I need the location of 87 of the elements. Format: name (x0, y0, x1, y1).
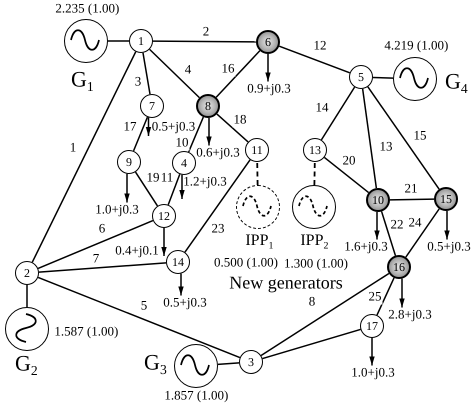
generator-label: G$_{4}$ (445, 68, 468, 94)
bus-node: 6 (256, 30, 280, 54)
line (218, 362, 240, 366)
bus-node: 14 (166, 250, 190, 274)
line (134, 172, 158, 206)
bus-node: 8 (196, 94, 220, 118)
line (184, 159, 251, 253)
bus-node: 1 (129, 29, 153, 53)
output-value: 1.857 (1.00) (164, 388, 228, 404)
line (367, 86, 440, 190)
line (376, 278, 395, 316)
generator-label: G$_{2}$ (15, 350, 38, 376)
bus-node: 15 (434, 187, 458, 211)
load-value: 0.5+j0.3 (163, 296, 207, 310)
load-value: 1.0+j0.3 (95, 202, 139, 218)
bus-node: 5 (349, 65, 373, 89)
line (132, 116, 148, 152)
generator-label: IPP$_{1}$ (245, 232, 274, 251)
generator-label: G$_{3}$ (144, 350, 167, 376)
arrow (206, 118, 212, 146)
bus-node: 17 (360, 314, 384, 338)
line (320, 86, 356, 140)
bus-node: 4 (172, 151, 196, 175)
bus-node: 11 (245, 138, 269, 162)
bus-node: 7 (140, 94, 164, 118)
output-value: 2.235 (1.00) (55, 2, 120, 17)
line (38, 262, 166, 273)
arrow (161, 228, 167, 256)
arrow (265, 54, 271, 82)
line (38, 276, 240, 358)
load-value: 0.5+j0.3 (152, 120, 196, 134)
line (188, 116, 204, 152)
bus-node: 13 (303, 138, 327, 162)
line (153, 40, 256, 43)
output-value: 1.300 (1.00) (284, 256, 348, 272)
line (32, 51, 136, 263)
line (168, 174, 180, 206)
line (262, 328, 361, 360)
load-value: 1.6+j0.3 (344, 240, 388, 254)
line (108, 40, 129, 42)
arrow (178, 274, 184, 296)
generator-label: IPP$_{2}$ (300, 232, 328, 251)
line (142, 52, 151, 94)
line (372, 76, 394, 79)
arrow (369, 338, 375, 366)
load-value: 0.9+j0.3 (247, 82, 291, 96)
bus-node: 9 (117, 150, 141, 174)
output-value: 1.587 (1.00) (54, 324, 118, 340)
line (278, 46, 350, 74)
line (38, 220, 154, 270)
load-value: 1.2+j0.3 (183, 174, 227, 190)
line (405, 208, 440, 258)
dashed-line (256, 162, 259, 186)
bus-node: 12 (152, 204, 176, 228)
line (324, 156, 370, 194)
load-value: 0.6+j0.3 (196, 146, 240, 160)
line-number: 16 (220, 62, 236, 76)
arrow (146, 117, 152, 136)
load-value: 2.8+j0.3 (388, 308, 432, 322)
line-number: 25 (368, 290, 382, 304)
output-value: 0.500 (1.00) (214, 256, 278, 270)
arrow (124, 174, 130, 203)
load-value: 0.5+j0.3 (427, 240, 471, 254)
line (260, 272, 390, 356)
bus-node: 3 (239, 350, 263, 374)
load-value: 1.0+j0.3 (351, 366, 395, 380)
arrow (399, 278, 405, 308)
line-number: 18 (232, 112, 248, 128)
line (216, 50, 260, 98)
arrow (179, 174, 185, 199)
annotation-text: New generators (229, 272, 343, 294)
bus-node: 16 (387, 255, 411, 279)
bus-node: 2 (15, 261, 39, 285)
line (149, 48, 200, 98)
line-number: 10 (174, 136, 190, 150)
generator-label: G$_{1}$ (71, 66, 94, 92)
line (216, 113, 249, 143)
load-value: 0.4+j0.1 (115, 244, 159, 258)
arrow (444, 210, 450, 240)
dashed-line (313, 162, 316, 186)
line (26, 285, 28, 307)
line (362, 88, 378, 188)
arrow (374, 212, 380, 240)
bus-node: 10 (366, 188, 390, 212)
line (390, 198, 434, 201)
line (380, 211, 396, 256)
output-value: 4.219 (1.00) (384, 38, 448, 54)
